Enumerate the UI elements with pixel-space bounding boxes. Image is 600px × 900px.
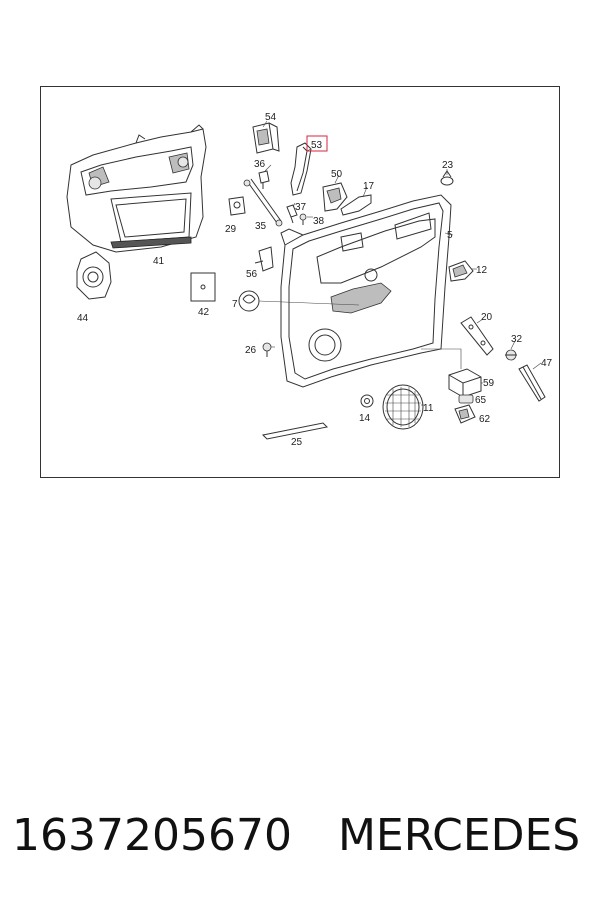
part-7-cable-loop bbox=[238, 290, 360, 312]
label-56: 56 bbox=[246, 269, 258, 280]
label-7: 7 bbox=[232, 299, 238, 310]
part-25-trim-strip bbox=[261, 422, 329, 440]
part-32-screw bbox=[505, 349, 517, 361]
label-44: 44 bbox=[77, 313, 89, 324]
label-41: 41 bbox=[153, 256, 165, 267]
label-54: 54 bbox=[265, 112, 277, 123]
caption: 1637205670 MERCEDES bbox=[12, 800, 592, 870]
part-42-pad bbox=[190, 272, 216, 302]
part-35-rod bbox=[243, 178, 283, 227]
part-labels: 54 53 36 50 17 23 37 38 29 35 41 5 56 12… bbox=[77, 112, 553, 448]
part-17-handle-cover bbox=[340, 194, 372, 216]
part-44-speaker-bracket bbox=[76, 251, 112, 300]
label-53: 53 bbox=[311, 140, 323, 151]
part-36-clip bbox=[258, 170, 270, 189]
label-35: 35 bbox=[255, 221, 267, 232]
part-59-control-module bbox=[421, 348, 482, 398]
label-65: 65 bbox=[475, 395, 487, 406]
label-20: 20 bbox=[481, 312, 493, 323]
parts-diagram: 54 53 36 50 17 23 37 38 29 35 41 5 56 12… bbox=[40, 86, 560, 478]
part-26-screw bbox=[262, 342, 272, 357]
label-38: 38 bbox=[313, 216, 325, 227]
part-11-speaker-grille bbox=[382, 384, 424, 430]
label-36: 36 bbox=[254, 159, 266, 170]
label-32: 32 bbox=[511, 334, 523, 345]
label-42: 42 bbox=[198, 307, 210, 318]
part-14-tweeter bbox=[360, 394, 374, 408]
part-29-bracket bbox=[228, 196, 246, 216]
part-50-inner-handle bbox=[322, 182, 348, 212]
label-11: 11 bbox=[423, 403, 434, 414]
part-54-switch-unit bbox=[252, 122, 280, 154]
part-5-door-trim-panel bbox=[280, 194, 452, 388]
label-17: 17 bbox=[363, 181, 375, 192]
leader-lines bbox=[262, 120, 542, 406]
label-50: 50 bbox=[331, 169, 343, 180]
label-59: 59 bbox=[483, 378, 495, 389]
part-41-insulation-panel bbox=[66, 124, 207, 253]
part-38-fastener bbox=[299, 213, 307, 225]
highlight-box bbox=[306, 135, 328, 152]
part-56-bracket bbox=[254, 246, 274, 272]
part-12-mirror-switch bbox=[448, 260, 474, 282]
part-62-connector-housing bbox=[454, 404, 476, 424]
part-37-fastener bbox=[286, 204, 298, 224]
part-47-trim-strip bbox=[518, 364, 546, 402]
label-47: 47 bbox=[541, 358, 553, 369]
part-20-bracket bbox=[460, 316, 494, 356]
label-5: 5 bbox=[447, 230, 453, 241]
label-14: 14 bbox=[359, 413, 371, 424]
label-62: 62 bbox=[479, 414, 491, 425]
label-23: 23 bbox=[442, 160, 454, 171]
label-26: 26 bbox=[245, 345, 257, 356]
label-12: 12 bbox=[476, 265, 488, 276]
part-number: 1637205670 bbox=[12, 809, 292, 861]
label-29: 29 bbox=[225, 224, 237, 235]
brand-name: MERCEDES bbox=[337, 809, 581, 861]
part-65-connector bbox=[458, 394, 474, 404]
label-37: 37 bbox=[295, 202, 307, 213]
label-25: 25 bbox=[291, 437, 303, 448]
